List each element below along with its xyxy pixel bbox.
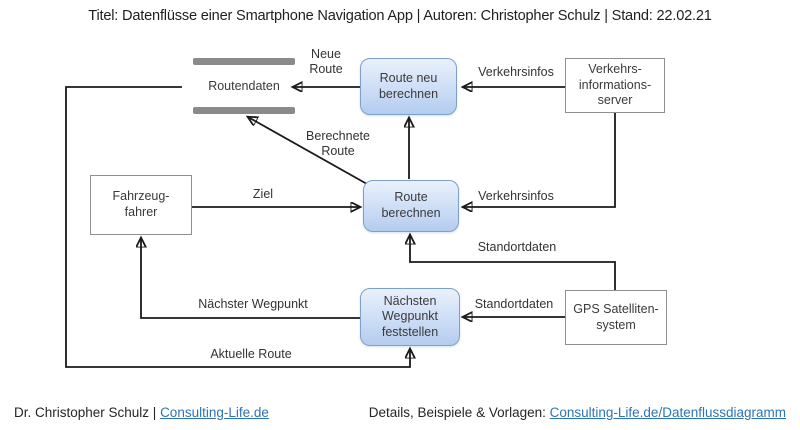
- flow-label-berechnete-route: Berechnete Route: [306, 129, 370, 158]
- arrow-standortdaten-upper: [410, 235, 616, 290]
- footer-author: Dr. Christopher Schulz | Consulting-Life…: [14, 405, 269, 420]
- routendaten-store-bottom-bar: [193, 107, 295, 114]
- footer-details-link[interactable]: Consulting-Life.de/Datenflussdiagramm: [549, 405, 786, 420]
- flow-label-naechster-wegpunkt: Nächster Wegpunkt: [198, 297, 308, 311]
- entity-verkehrsinformationsserver: Verkehrs- informations- server: [565, 58, 665, 113]
- process-route-berechnen: Route berechnen: [363, 180, 459, 232]
- flow-label-ziel: Ziel: [252, 187, 274, 201]
- flow-label-standortdaten-upper: Standortdaten: [477, 240, 557, 254]
- flow-label-standortdaten-lower: Standortdaten: [474, 297, 554, 311]
- page-title: Titel: Datenflüsse einer Smartphone Navi…: [88, 8, 712, 24]
- footer-details: Details, Beispiele & Vorlagen: Consultin…: [369, 405, 786, 420]
- entity-gps-satellitensystem: GPS Satelliten- system: [565, 290, 667, 345]
- arrow-berechnete-route: [248, 117, 368, 185]
- flow-label-verkehrsinfos-mid: Verkehrsinfos: [478, 189, 554, 203]
- flow-label-aktuelle-route: Aktuelle Route: [210, 347, 292, 361]
- footer-author-link[interactable]: Consulting-Life.de: [160, 405, 269, 420]
- process-naechsten-wegpunkt-feststellen: Nächsten Wegpunkt feststellen: [360, 288, 460, 346]
- footer-author-text: Dr. Christopher Schulz |: [14, 405, 161, 420]
- entity-fahrzeugfahrer: Fahrzeug- fahrer: [90, 175, 192, 235]
- arrow-aktuelle-route: [65, 86, 410, 368]
- footer: Dr. Christopher Schulz | Consulting-Life…: [0, 405, 800, 420]
- routendaten-store-top-bar: [193, 58, 295, 65]
- data-store-routendaten: Routendaten: [208, 79, 280, 93]
- flow-label-verkehrsinfos-top: Verkehrsinfos: [478, 65, 554, 79]
- footer-details-text: Details, Beispiele & Vorlagen:: [368, 405, 550, 420]
- arrow-naechster-wegpunkt: [141, 238, 360, 319]
- process-route-neu-berechnen: Route neu berechnen: [360, 58, 457, 115]
- flow-label-neue-route: Neue Route: [309, 47, 343, 76]
- arrow-verkehrsinfos-mid: [463, 113, 616, 207]
